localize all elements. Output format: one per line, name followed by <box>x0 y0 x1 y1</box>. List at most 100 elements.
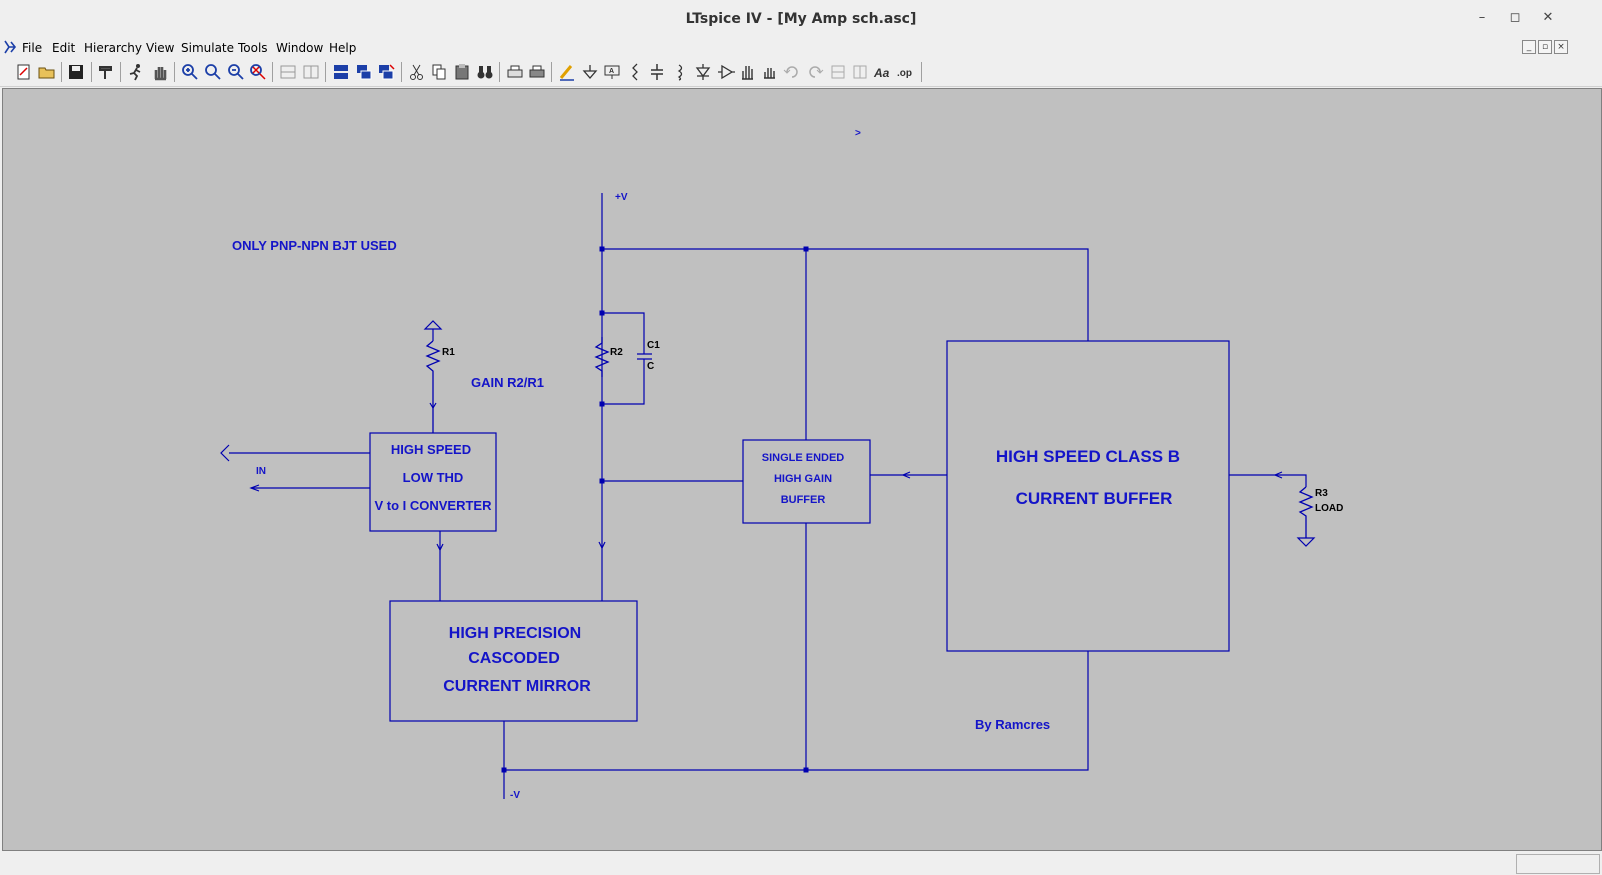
resistor-r1-symbol <box>425 340 441 433</box>
capacitor-c1-symbol <box>637 340 652 360</box>
mdi-close-button[interactable]: × <box>1554 40 1568 54</box>
wire <box>504 651 1089 771</box>
minimize-button[interactable]: – <box>1478 10 1486 25</box>
r3-label: R3 <box>1315 488 1328 499</box>
cursor-marker: > <box>855 128 861 139</box>
zoom-out-icon[interactable] <box>226 62 246 82</box>
resistor-r2-symbol <box>594 337 610 377</box>
print-setup-icon[interactable] <box>505 62 525 82</box>
converter-line-3: V to I CONVERTER <box>374 498 492 513</box>
vi-converter-box <box>369 432 497 532</box>
toolbar-separator <box>551 62 552 82</box>
toolbar-separator <box>272 62 273 82</box>
window-horizontal-icon[interactable] <box>331 62 351 82</box>
signal-arrow <box>901 471 911 479</box>
junction-dot <box>599 310 605 316</box>
rotate-icon[interactable] <box>828 62 848 82</box>
maximize-button[interactable]: ◻ <box>1509 10 1521 25</box>
zoom-fit-icon[interactable] <box>248 62 268 82</box>
r3-value: LOAD <box>1315 503 1343 514</box>
draw-wire-pencil-icon[interactable] <box>557 62 577 82</box>
class-b-buffer-box <box>946 340 1230 652</box>
cut-scissors-icon[interactable] <box>407 62 427 82</box>
supply-pos-label: +V <box>615 192 628 203</box>
junction-dot <box>599 478 605 484</box>
tile-vertical-icon[interactable] <box>301 62 321 82</box>
zoom-pan-icon[interactable] <box>203 62 223 82</box>
toolbar-separator <box>120 62 121 82</box>
supply-neg-label: -V <box>510 790 520 801</box>
mdi-minimize-button[interactable]: _ <box>1522 40 1536 54</box>
status-field <box>1516 854 1600 874</box>
ground-r3-symbol <box>1296 537 1316 547</box>
paste-icon[interactable] <box>452 62 472 82</box>
current-mirror-box <box>389 600 638 722</box>
toolbar-separator <box>401 62 402 82</box>
window-vertical-icon[interactable] <box>354 62 374 82</box>
spice-directive-icon[interactable]: .op <box>895 62 915 82</box>
svg-text:Aa: Aa <box>873 66 890 80</box>
gain-text: GAIN R2/R1 <box>471 375 544 390</box>
drag-hand-icon[interactable] <box>760 62 780 82</box>
toolbar-separator <box>91 62 92 82</box>
label-net-icon[interactable]: A <box>602 62 622 82</box>
r2-label: R2 <box>610 347 623 358</box>
wire <box>602 312 645 405</box>
toolbar-separator <box>499 62 500 82</box>
control-panel-hammer-icon[interactable] <box>96 62 116 82</box>
buffer-big-line-2: CURRENT BUFFER <box>1016 489 1173 508</box>
junction-dots <box>501 246 809 773</box>
halt-hand-icon[interactable] <box>150 62 170 82</box>
menu-hierarchy[interactable]: Hierarchy <box>84 41 143 55</box>
wire <box>1229 474 1307 487</box>
current-arrow <box>436 543 444 552</box>
undo-icon[interactable] <box>782 62 802 82</box>
toolbar-separator <box>325 62 326 82</box>
open-folder-icon[interactable] <box>37 62 57 82</box>
r1-supply-arrow <box>423 320 443 330</box>
junction-dot <box>599 246 605 252</box>
cascade-icon[interactable] <box>376 62 396 82</box>
toolbar-separator <box>174 62 175 82</box>
menu-simulate[interactable]: Simulate <box>181 41 235 55</box>
menu-view[interactable]: View <box>146 41 175 55</box>
output-port-arrow <box>220 444 230 462</box>
menu-help[interactable]: Help <box>329 41 357 55</box>
new-schematic-icon[interactable] <box>14 62 34 82</box>
menu-file[interactable]: File <box>22 41 43 55</box>
svg-text:.op: .op <box>897 68 912 79</box>
diode-icon[interactable] <box>693 62 713 82</box>
schematic-drawing: > +V ONLY PNP-NPN BJT USED GAIN R2/R1 IN… <box>220 128 1343 801</box>
text-icon[interactable]: Aa <box>872 62 892 82</box>
print-icon[interactable] <box>527 62 547 82</box>
junction-dot <box>599 401 605 407</box>
in-arrow <box>249 484 260 492</box>
wire <box>602 248 1089 341</box>
find-binoculars-icon[interactable] <box>475 62 495 82</box>
buffer-small-line-1: SINGLE ENDED <box>762 452 845 464</box>
menu-window[interactable]: Window <box>276 41 324 55</box>
move-hand-icon[interactable] <box>738 62 758 82</box>
inductor-icon[interactable] <box>670 62 690 82</box>
ground-icon[interactable] <box>580 62 600 82</box>
mdi-restore-button[interactable]: ▫ <box>1538 40 1552 54</box>
mirror-line-3: CURRENT MIRROR <box>443 678 591 695</box>
capacitor-icon[interactable] <box>647 62 667 82</box>
menu-bar: File Edit Hierarchy View Simulate Tools … <box>0 38 1602 58</box>
menu-edit[interactable]: Edit <box>52 41 76 55</box>
tile-horizontal-icon[interactable] <box>278 62 298 82</box>
current-arrow <box>598 541 606 550</box>
run-icon[interactable] <box>126 62 146 82</box>
converter-line-2: LOW THD <box>403 470 464 485</box>
component-icon[interactable] <box>716 62 736 82</box>
save-icon[interactable] <box>66 62 86 82</box>
mirror-icon[interactable] <box>850 62 870 82</box>
schematic-canvas[interactable]: > +V ONLY PNP-NPN BJT USED GAIN R2/R1 IN… <box>2 88 1602 851</box>
copy-icon[interactable] <box>429 62 449 82</box>
menu-tools[interactable]: Tools <box>238 41 268 55</box>
resistor-icon[interactable] <box>625 62 645 82</box>
ltspice-logo-icon <box>4 40 17 54</box>
zoom-in-icon[interactable] <box>180 62 200 82</box>
redo-icon[interactable] <box>805 62 825 82</box>
close-button[interactable]: ✕ <box>1542 10 1554 25</box>
